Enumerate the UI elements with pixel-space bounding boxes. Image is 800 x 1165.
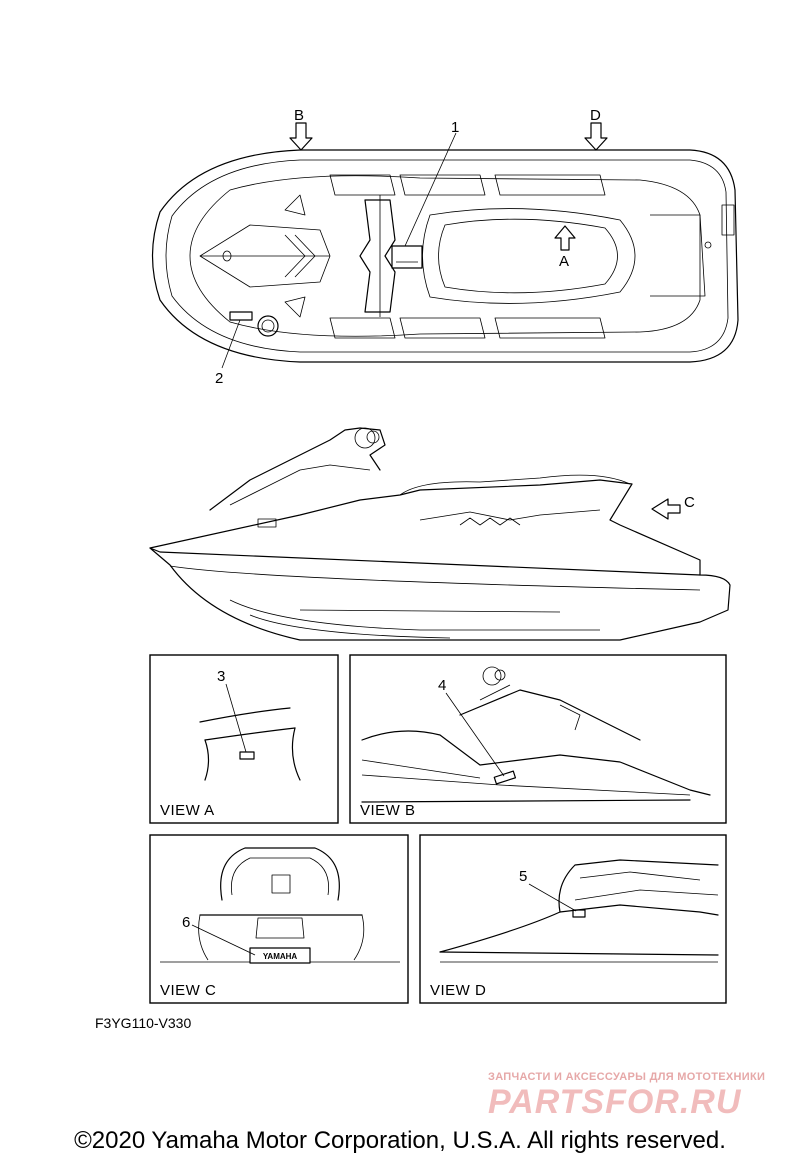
view-b-frame	[349, 654, 727, 824]
figure-code: F3YG110-V330	[95, 1015, 192, 1031]
marker-c: C	[684, 494, 695, 511]
yamaha-logo: YAMAHA	[263, 952, 298, 961]
side-view-hull	[149, 427, 731, 641]
leader-2	[221, 319, 241, 369]
callout-1: 1	[451, 119, 459, 136]
copyright-notice: ©2020 Yamaha Motor Corporation, U.S.A. A…	[74, 1127, 726, 1154]
view-d-drawing	[439, 859, 719, 963]
top-view-hull	[151, 149, 739, 363]
callout-5: 5	[519, 868, 527, 885]
arrow-a-icon	[554, 225, 576, 251]
view-c-frame	[149, 834, 409, 1004]
leader-6	[191, 924, 256, 956]
view-d-label: VIEW D	[430, 982, 486, 999]
view-b-label: VIEW B	[360, 802, 416, 819]
arrow-c-icon	[651, 498, 681, 520]
view-b-drawing	[361, 666, 711, 803]
arrow-d-icon	[584, 122, 608, 151]
marker-a: A	[559, 253, 569, 270]
watermark-tagline: ЗАПЧАСТИ И АКСЕССУАРЫ ДЛЯ МОТОТЕХНИКИ	[488, 1071, 766, 1083]
view-c-label: VIEW C	[160, 982, 216, 999]
marker-b: B	[294, 107, 304, 124]
callout-4: 4	[438, 677, 446, 694]
view-a-drawing	[199, 707, 301, 781]
view-a-frame	[149, 654, 339, 824]
leader-4	[445, 692, 505, 777]
view-c-drawing: YAMAHA	[160, 847, 400, 964]
leader-3	[225, 683, 247, 753]
watermark-logo: PARTSFOR.RU	[488, 1083, 742, 1121]
callout-2: 2	[215, 370, 223, 387]
view-d-frame	[419, 834, 727, 1004]
leader-5	[528, 883, 577, 912]
callout-3: 3	[217, 668, 225, 685]
leader-1	[404, 132, 457, 247]
arrow-b-icon	[289, 122, 313, 151]
view-a-label: VIEW A	[160, 802, 215, 819]
marker-d: D	[590, 107, 601, 124]
callout-6: 6	[182, 914, 190, 931]
